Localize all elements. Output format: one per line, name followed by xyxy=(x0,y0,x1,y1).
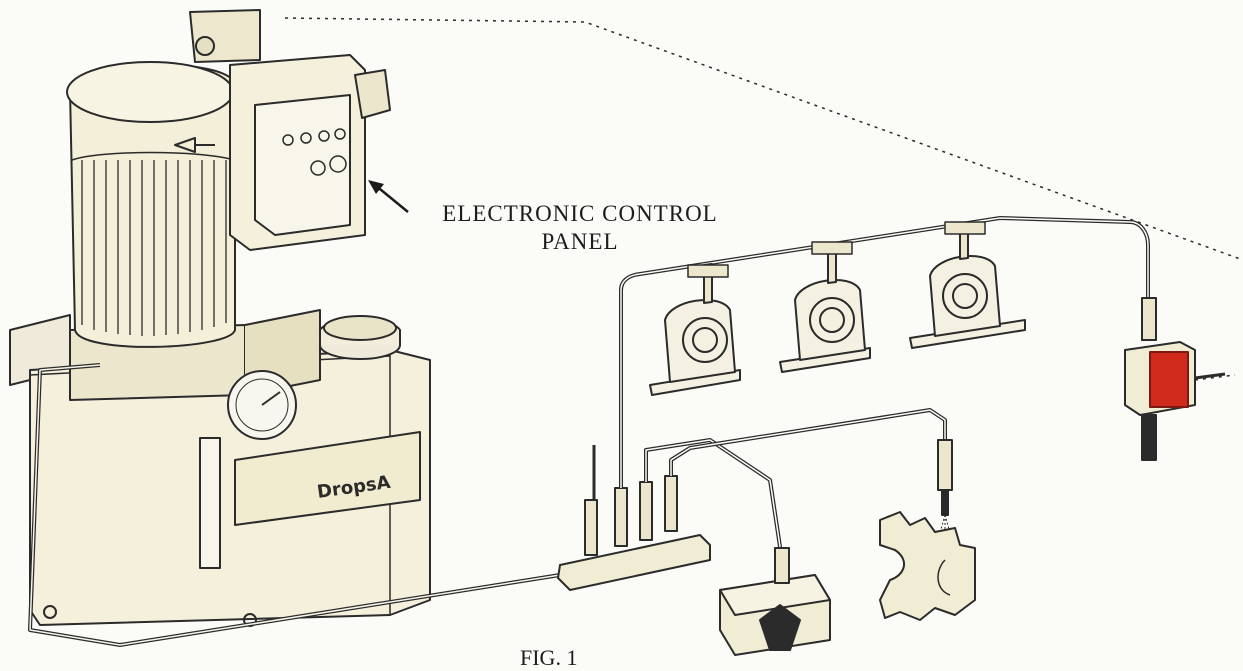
switch-wire-dotted xyxy=(1194,374,1236,381)
pressure-switch xyxy=(1124,297,1226,461)
motor-cooling-fins xyxy=(81,160,227,336)
gear-segment xyxy=(879,511,976,621)
spray-nozzle xyxy=(937,439,953,542)
slide-feed-line xyxy=(644,438,784,561)
level-window xyxy=(199,437,221,569)
pillow-block-bearing-2 xyxy=(779,244,871,373)
distributor-manifold xyxy=(557,534,711,591)
panel-indicator-leds xyxy=(282,128,347,176)
supply-line xyxy=(28,363,561,647)
pressure-switch-red-label xyxy=(1149,351,1189,408)
pillow-block-bearing-1 xyxy=(649,263,741,396)
pump-unit: DropsA xyxy=(9,9,431,627)
slideway-block xyxy=(719,547,831,656)
gear-feed-line xyxy=(669,408,947,476)
rotation-arrow xyxy=(174,137,215,153)
bearing-tee-fittings xyxy=(687,221,986,278)
figure-caption: FIG. 1 xyxy=(520,645,578,670)
pillow-block-bearing-3 xyxy=(909,223,1026,349)
callout-line-1: ELECTRONIC CONTROL xyxy=(442,201,718,226)
control-panel-callout: ELECTRONIC CONTROL PANEL xyxy=(410,200,750,256)
callout-arrow xyxy=(374,184,409,213)
nameplate xyxy=(234,431,421,526)
callout-line-2: PANEL xyxy=(541,229,619,254)
distributor-outlets xyxy=(584,475,678,556)
cable-connector xyxy=(354,69,391,119)
bearing-feed-line xyxy=(619,216,1150,488)
